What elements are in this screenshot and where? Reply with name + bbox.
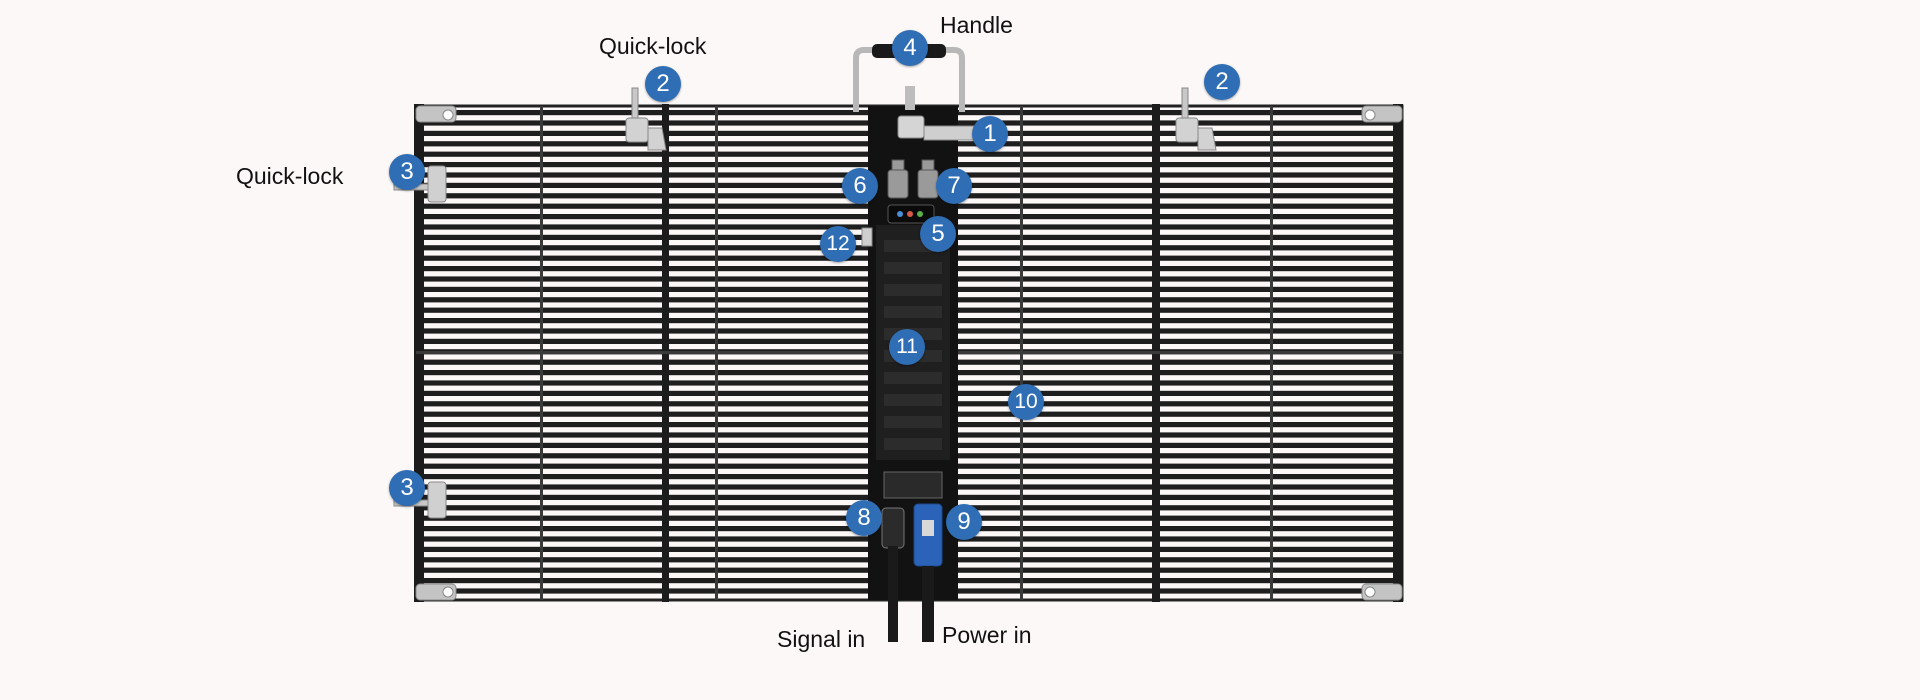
signal-cable — [888, 546, 898, 642]
callout-9: 9 — [946, 504, 982, 540]
power-cable — [922, 566, 934, 642]
side-bracket — [861, 227, 873, 247]
callout-6: 6 — [842, 168, 878, 204]
label-quick-lock-top: Quick-lock — [599, 33, 707, 59]
callout-2-right: 2 — [1204, 64, 1240, 100]
callout-12: 12 — [820, 226, 856, 262]
corner-brackets — [415, 105, 1403, 601]
center-quick-lock — [897, 115, 983, 141]
cables — [881, 503, 943, 642]
callout-7: 7 — [936, 168, 972, 204]
callout-10: 10 — [1008, 384, 1044, 420]
callout-4: 4 — [892, 30, 928, 66]
callout-3-bottom: 3 — [389, 470, 425, 506]
label-quick-lock-side: Quick-lock — [236, 163, 344, 189]
callout-8: 8 — [846, 500, 882, 536]
top-quick-locks — [625, 87, 1217, 151]
label-signal-in: Signal in — [777, 626, 866, 652]
callout-11: 11 — [889, 329, 925, 365]
callout-2-left: 2 — [645, 66, 681, 102]
callout-3-top: 3 — [389, 154, 425, 190]
callout-5: 5 — [920, 216, 956, 252]
label-handle: Handle — [940, 12, 1013, 38]
callout-1: 1 — [972, 116, 1008, 152]
label-power-in: Power in — [942, 622, 1032, 648]
top-connectors — [887, 159, 939, 199]
